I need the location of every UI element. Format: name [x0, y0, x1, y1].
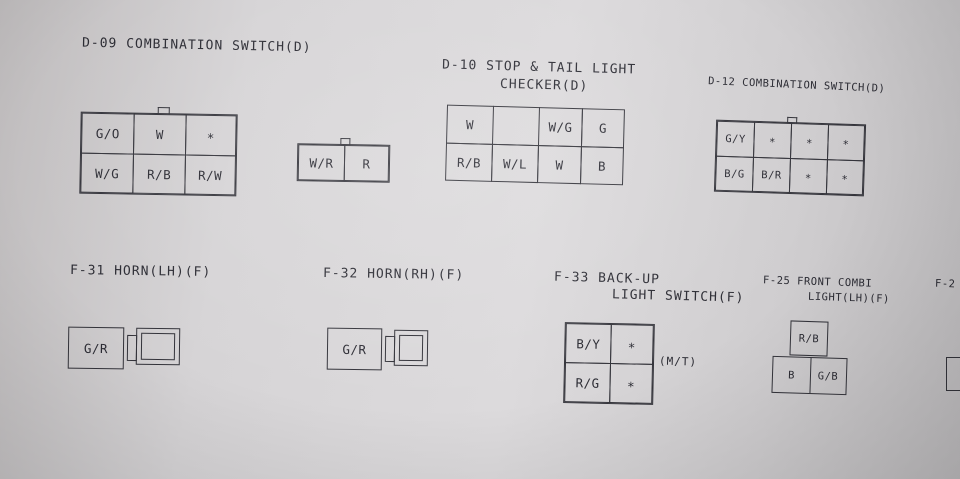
- d09-pin-4: W/G: [80, 152, 135, 194]
- f25-upper-housing: R/B: [789, 320, 829, 357]
- f32-title: F-32 HORN(RH)(F): [322, 266, 465, 283]
- f33-note: (M/T): [658, 354, 698, 369]
- f31-connector: G/R: [67, 326, 125, 370]
- f25-pin-2: B: [772, 356, 812, 394]
- f25-title-line1: F-25 FRONT COMBI: [762, 274, 873, 290]
- cut-title: F-2: [934, 277, 956, 291]
- f33-pin-4: ∗: [609, 363, 654, 404]
- d12-pin-3: ∗: [789, 123, 830, 161]
- f25-pin-3: G/B: [817, 369, 839, 383]
- d09-pin-1: G/O: [80, 112, 135, 155]
- f25-title-line2: LIGHT(LH)(F): [807, 290, 891, 306]
- d12-pin-6: B/R: [751, 156, 791, 194]
- d09-title: D-09 COMBINATION SWITCH(D): [81, 35, 312, 56]
- d09-pin-6: R/W: [184, 154, 236, 196]
- d12-pin-4: ∗: [826, 124, 866, 162]
- d10-title-line1: D-10 STOP & TAIL LIGHT: [441, 57, 637, 78]
- d12-pin-8: ∗: [825, 159, 864, 196]
- d12-pin-2: ∗: [752, 121, 793, 160]
- d10-pin-6: W: [537, 145, 582, 185]
- d10-empty-slot: [491, 105, 540, 147]
- f32-plug-inner: [398, 334, 424, 362]
- d10-pin-1: W: [446, 104, 495, 145]
- d10-connector: W W/G G R/B W/L W B: [445, 104, 627, 186]
- d09-pin-5: R/B: [132, 153, 186, 195]
- f31-pin-1: G/R: [83, 340, 109, 356]
- d12-pin-1: G/Y: [716, 120, 756, 158]
- f31-plug-inner: [140, 332, 176, 361]
- d10-pin-5: W/L: [491, 143, 539, 184]
- f25-pin-1: R/B: [798, 332, 820, 345]
- d09-connector: G/O W ∗ W/G R/B R/W: [79, 106, 238, 197]
- f25-lower-housing: B G/B: [771, 355, 848, 396]
- f32-connector: G/R: [326, 327, 383, 371]
- f33-title-line1: F-33 BACK-UP: [553, 269, 661, 288]
- f33-pin-3: R/G: [564, 362, 612, 404]
- d10-pin-4: R/B: [445, 142, 494, 182]
- cut-connector-edge: [946, 357, 960, 391]
- d12-connector: G/Y ∗ ∗ ∗ B/G B/R ∗ ∗: [713, 116, 867, 197]
- d10-pin-3: G: [580, 108, 625, 149]
- f33-title-line2: LIGHT SWITCH(F): [611, 287, 745, 306]
- f33-connector: B/Y ∗ R/G ∗: [563, 322, 655, 405]
- d12-pin-7: ∗: [788, 158, 828, 195]
- f31-title: F-31 HORN(LH)(F): [69, 263, 212, 280]
- d09-pin-2: W: [132, 113, 187, 156]
- d09-aux-pin-2: R: [343, 145, 390, 182]
- f31-plug-body: [135, 327, 181, 366]
- d12-title: D-12 COMBINATION SWITCH(D): [707, 75, 886, 95]
- d09-aux-pin-1: W/R: [297, 144, 346, 182]
- f33-pin-2: ∗: [609, 324, 654, 365]
- d10-pin-7: B: [579, 146, 624, 186]
- d09-aux-connector: W/R R: [296, 137, 391, 183]
- d10-pin-2: W/G: [537, 107, 583, 148]
- d09-pin-3: ∗: [184, 114, 237, 157]
- d12-pin-5: B/G: [714, 155, 755, 192]
- f32-plug-body: [393, 329, 429, 367]
- f32-pin-1: G/R: [342, 341, 367, 357]
- d10-title-line2: CHECKER(D): [499, 76, 589, 95]
- f33-pin-1: B/Y: [564, 323, 612, 365]
